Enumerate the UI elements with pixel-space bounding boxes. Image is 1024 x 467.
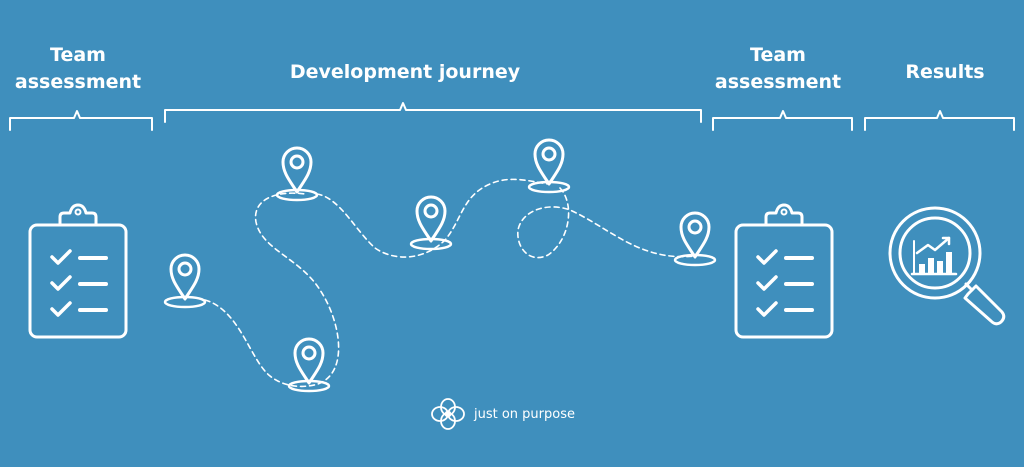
logo-icon <box>431 398 465 430</box>
journey-path <box>204 192 340 388</box>
clipboard-checklist-icon <box>734 203 834 339</box>
brace-development-journey <box>164 102 702 123</box>
magnifier-chart-icon <box>888 206 1006 326</box>
header-team-assessment-left: Team assessment <box>0 42 156 96</box>
header-team-assessment-right: Team assessment <box>700 42 856 96</box>
header-line: Team <box>50 44 106 66</box>
map-pin-icon <box>527 138 571 194</box>
brace-results <box>864 110 1015 131</box>
map-pin-icon <box>673 211 717 267</box>
header-development-journey: Development journey <box>289 61 521 83</box>
journey-path <box>517 187 696 259</box>
header-line: assessment <box>714 71 842 93</box>
brand: just on purpose <box>430 398 575 430</box>
journey-path <box>316 178 549 258</box>
header-results: Results <box>905 61 985 83</box>
map-pin-icon <box>287 337 331 393</box>
clipboard-checklist-icon <box>28 203 128 339</box>
map-pin-icon <box>275 146 319 202</box>
brand-name: just on purpose <box>474 406 575 422</box>
map-pin-icon <box>163 253 207 309</box>
header-line: Team <box>750 44 806 66</box>
header-line: assessment <box>14 71 142 93</box>
map-pin-icon <box>409 195 453 251</box>
brace-team-assessment-right <box>712 110 853 131</box>
brace-team-assessment-left <box>9 110 153 131</box>
